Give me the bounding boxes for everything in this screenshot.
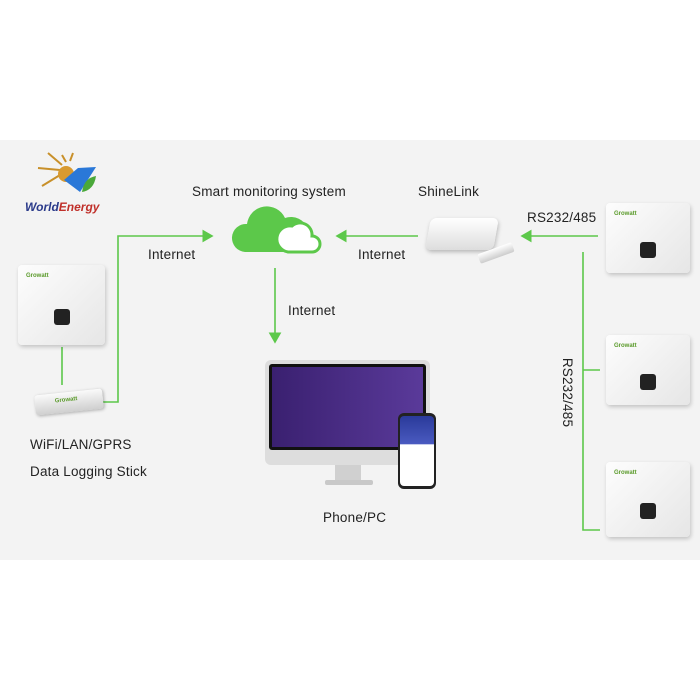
phone-pc-label: Phone/PC bbox=[323, 510, 387, 525]
monitor-base bbox=[325, 480, 373, 485]
monitor-stand bbox=[335, 465, 361, 480]
wifi-lan-gprs-label: WiFi/LAN/GPRS bbox=[30, 437, 132, 452]
inverter: Growatt bbox=[606, 462, 690, 537]
internet-label: Internet bbox=[288, 303, 336, 318]
monitor-icon bbox=[265, 360, 430, 465]
inverter: Growatt bbox=[606, 203, 690, 273]
dashboard-screen bbox=[272, 367, 423, 447]
smart-monitoring-label: Smart monitoring system bbox=[192, 184, 346, 199]
rs485-vertical-label: RS232/485 bbox=[560, 357, 576, 428]
inverter: Growatt bbox=[606, 335, 690, 405]
phone-icon bbox=[398, 413, 436, 489]
logo-text: WorldEnergy bbox=[25, 200, 100, 214]
cloud-icon bbox=[231, 206, 322, 254]
internet-label: Internet bbox=[358, 247, 406, 262]
internet-label: Internet bbox=[148, 247, 196, 262]
data-logging-stick-label: Data Logging Stick bbox=[30, 464, 147, 479]
rs485-bus-line bbox=[582, 252, 600, 531]
shinelink-device-icon bbox=[425, 218, 499, 250]
inverter: Growatt bbox=[18, 265, 105, 345]
rs485-label: RS232/485 bbox=[527, 210, 597, 225]
stick-to-cloud-line bbox=[100, 229, 214, 403]
worldenergy-logo bbox=[37, 152, 96, 192]
shinelink-label: ShineLink bbox=[418, 184, 480, 199]
